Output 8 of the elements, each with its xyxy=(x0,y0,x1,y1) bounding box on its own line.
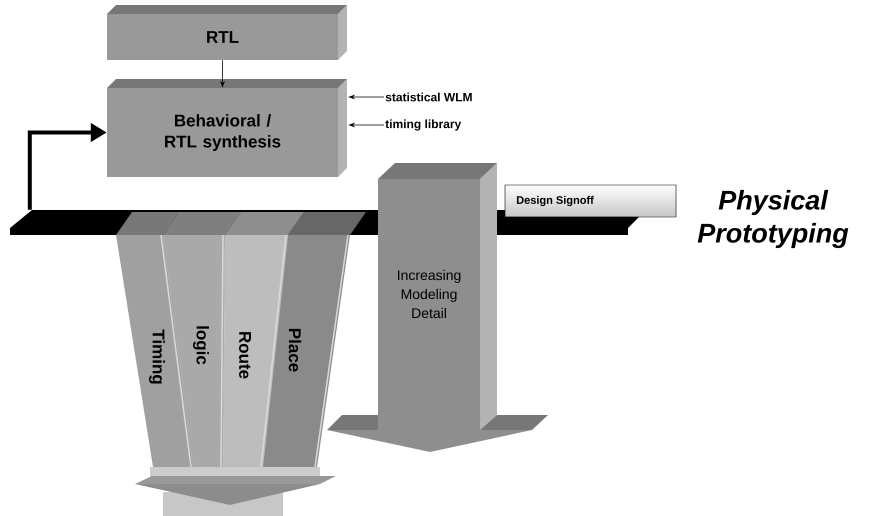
process-box: RTL xyxy=(107,5,347,60)
funnel-strip: Place xyxy=(263,212,366,468)
title-label: Physical Prototyping xyxy=(698,190,848,248)
input-label: statistical WLM xyxy=(386,92,472,102)
funnel-strip: Timing xyxy=(116,212,193,468)
input-label: timing library xyxy=(385,119,462,131)
process-box: Behavioral / RTL synthesis xyxy=(107,79,347,177)
signoff-box: Design Signoff xyxy=(504,184,676,218)
